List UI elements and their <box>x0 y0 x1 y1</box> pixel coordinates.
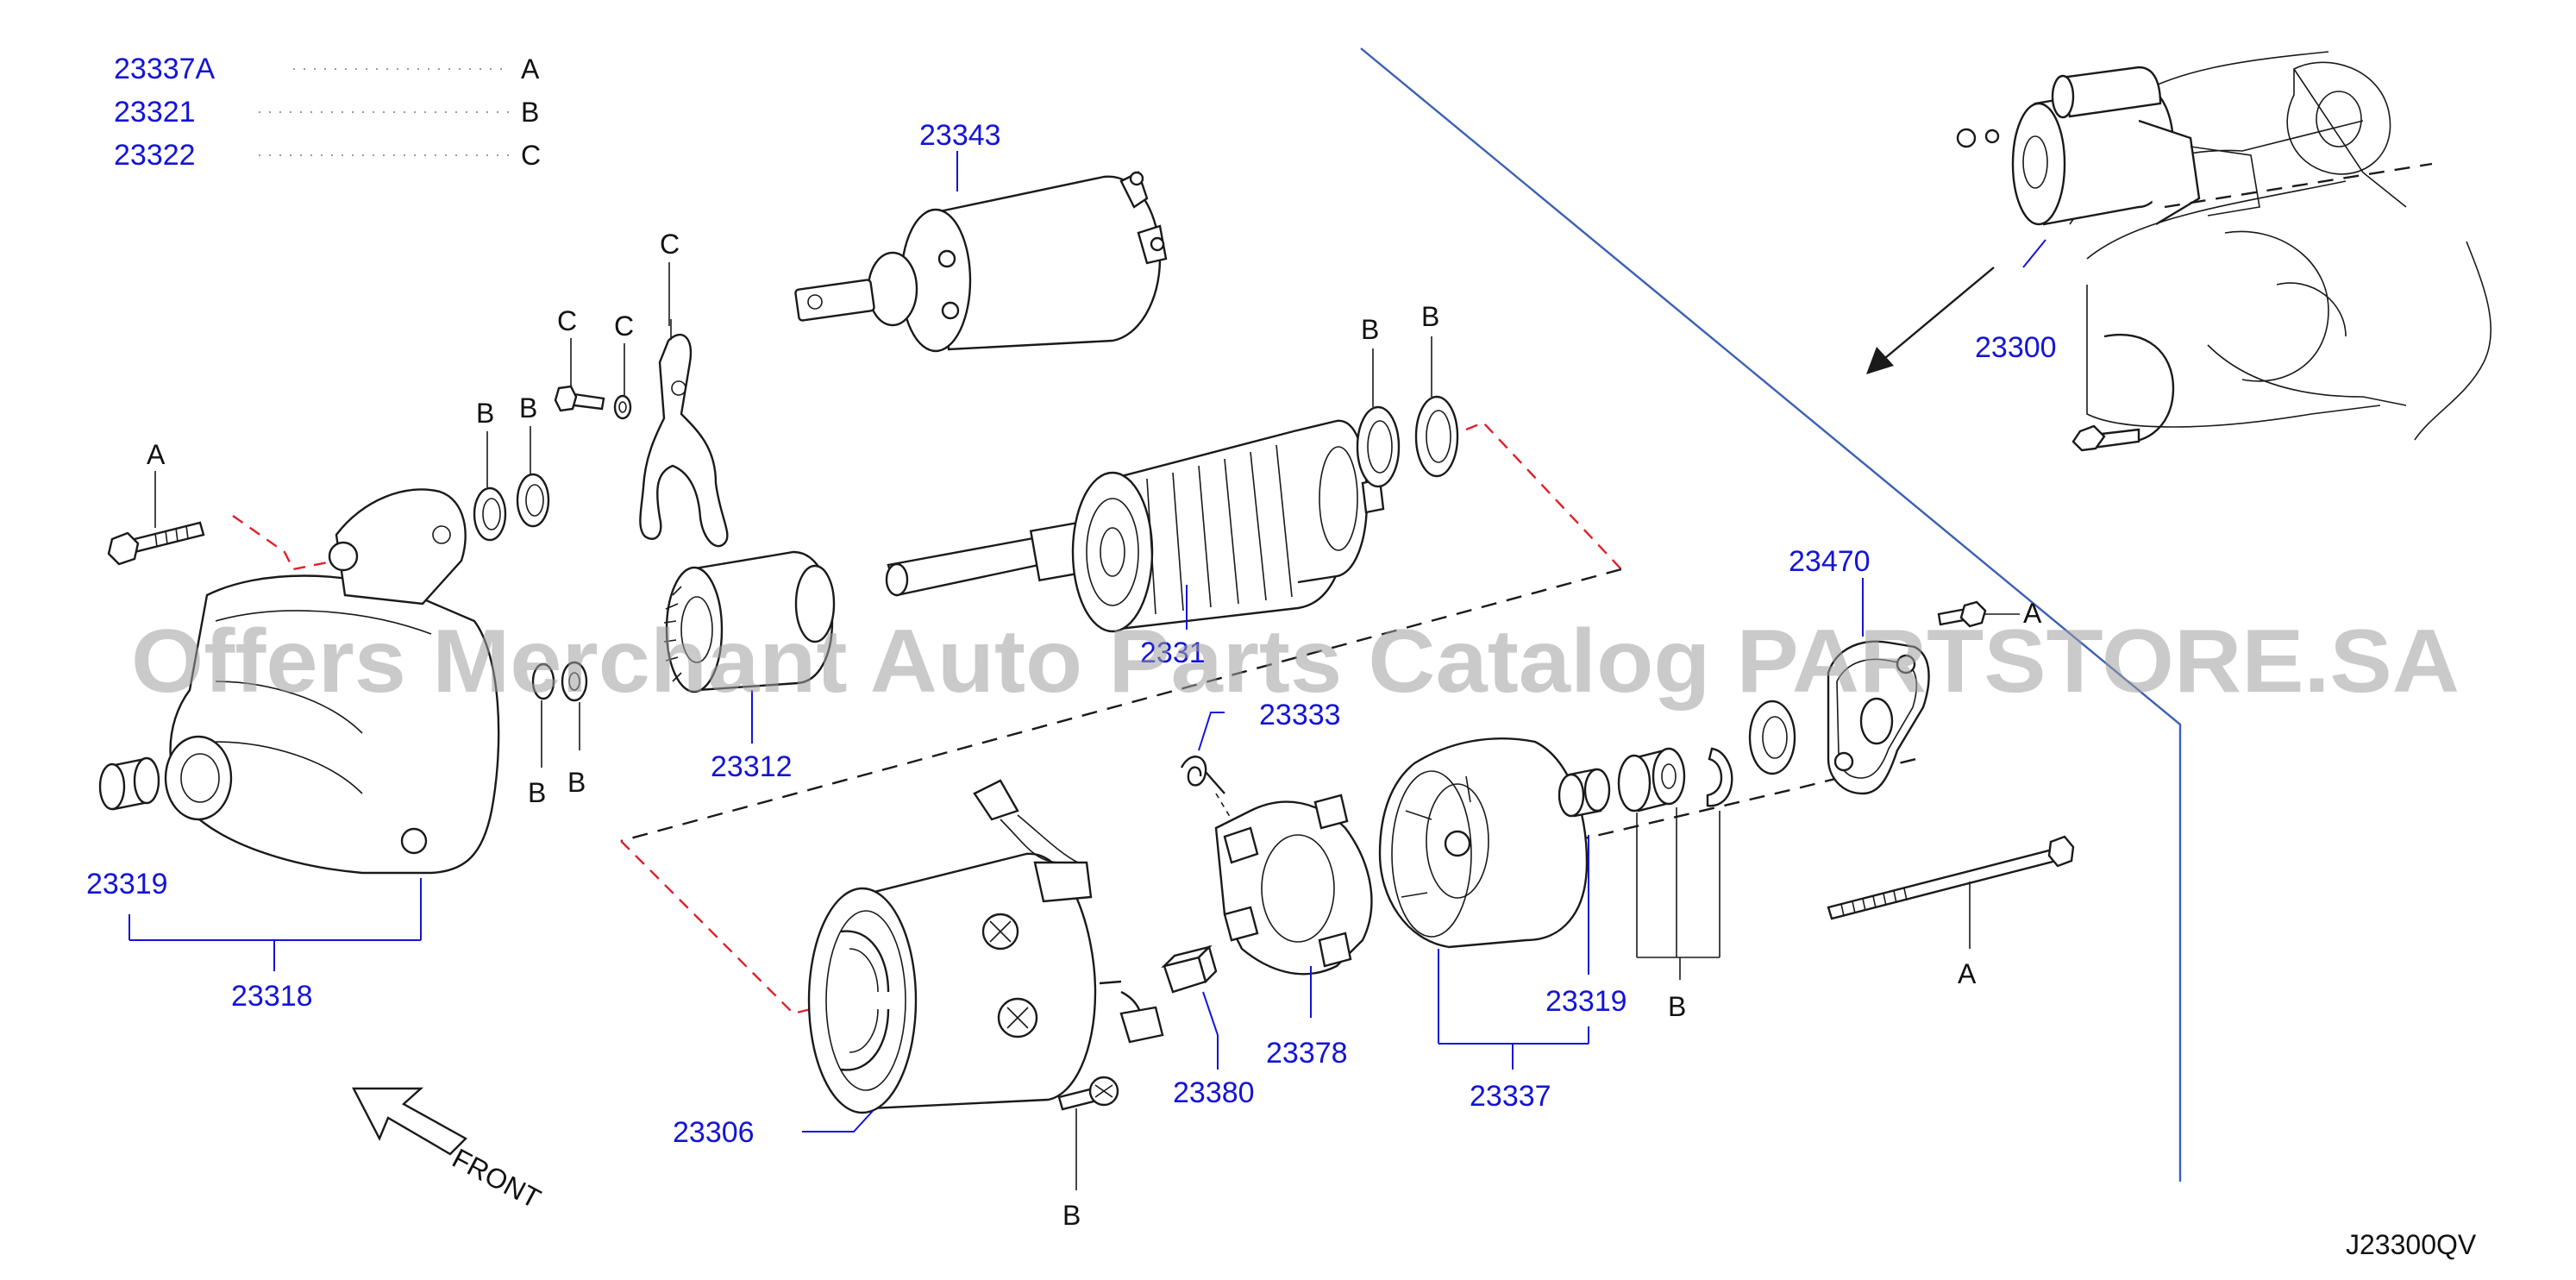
legend-code-b: B <box>521 97 539 128</box>
label-23312[interactable]: 23312 <box>711 750 793 783</box>
inset-engine-view: 23300 <box>1866 51 2492 452</box>
yoke-screw: B <box>1057 1076 1119 1231</box>
letter-b-rear: B <box>1668 991 1686 1022</box>
label-23319-left[interactable]: 23319 <box>86 868 168 900</box>
solenoid-switch: 23343 <box>794 119 1168 353</box>
housing-small-parts: B B <box>528 661 588 808</box>
inset-divider-line <box>1360 47 2182 1182</box>
rear-gasket-cover: 23470 <box>1789 545 1930 795</box>
letter-b-arm1: B <box>1361 314 1379 345</box>
label-23300[interactable]: 23300 <box>1975 331 2057 364</box>
label-23318[interactable]: 23318 <box>231 980 313 1013</box>
armature: 2331​​ <box>885 419 1385 669</box>
armature-washers: B B <box>1356 301 1459 488</box>
brush-holder: 23378 <box>1214 794 1373 1070</box>
letter-a-through-bolt: A <box>1958 958 1977 989</box>
front-housing: 23318 <box>128 488 500 1013</box>
label-23470[interactable]: 23470 <box>1789 545 1871 578</box>
shift-lever: C <box>639 229 729 548</box>
letter-b-washer2: B <box>519 392 537 424</box>
legend-part-a[interactable]: 23337A <box>114 53 216 85</box>
letter-c-bolt: C <box>557 305 577 336</box>
yoke-line-red <box>620 840 829 1015</box>
through-bolt: A <box>1827 835 2075 989</box>
letter-c-washer: C <box>614 311 634 342</box>
letter-b-housing1: B <box>528 777 546 808</box>
brush-spring: 23333 <box>1180 699 1341 820</box>
legend: 23337A A 23321 B 23322 C <box>114 53 541 172</box>
label-23333[interactable]: 23333 <box>1259 699 1341 731</box>
front-label: FRONT <box>448 1142 546 1214</box>
letter-b-housing2: B <box>567 767 586 798</box>
label-23337[interactable]: 23337 <box>1470 1080 1551 1113</box>
label-23378[interactable]: 23378 <box>1266 1037 1348 1070</box>
legend-part-c[interactable]: 23322 <box>114 139 196 172</box>
lever-washers: B B <box>473 392 550 542</box>
letter-c-lever: C <box>660 229 680 260</box>
front-direction-indicator: FRONT <box>352 1087 546 1214</box>
brush: 23380 <box>1161 944 1255 1109</box>
pinion-clutch: 23312 <box>663 550 836 783</box>
label-23310[interactable]: 2331​​ <box>1140 637 1206 669</box>
letter-a-rear-bolt: A <box>2023 598 2042 629</box>
lever-bolt-and-washer: C C <box>554 305 634 420</box>
rear-cover: 23337 <box>1378 737 1589 1113</box>
letter-b-screw: B <box>1062 1200 1081 1231</box>
bolt-line-front <box>232 515 329 571</box>
rear-seal-washer <box>1748 700 1796 775</box>
label-23306[interactable]: 23306 <box>673 1116 755 1149</box>
diagram-code: J23300QV <box>2346 1229 2477 1260</box>
front-arrow-icon <box>352 1087 467 1156</box>
label-23319-right[interactable]: 23319 <box>1545 985 1627 1018</box>
label-23380[interactable]: 23380 <box>1173 1076 1255 1109</box>
label-23343[interactable]: 23343 <box>919 119 1001 152</box>
front-bushing: 23319 <box>86 756 168 900</box>
front-housing-bolt: A <box>107 439 205 566</box>
legend-part-b[interactable]: 23321 <box>114 96 196 129</box>
letter-a-bolt-front: A <box>147 439 166 470</box>
rear-bushing-and-washers: 23319 B <box>1545 747 1733 1022</box>
legend-code-a: A <box>521 53 540 85</box>
watermark: Offers Merchant Auto Parts Catalog PARTS… <box>131 612 2460 712</box>
armature-line-red <box>1465 421 1622 570</box>
legend-code-c: C <box>521 140 541 171</box>
letter-b-washer1: B <box>476 398 494 429</box>
yoke-field-coil: 23306 <box>673 779 1164 1149</box>
armature-line-black <box>620 568 1622 843</box>
rear-cover-bolt: A <box>1937 598 2042 629</box>
rear-line-black <box>1547 756 1924 849</box>
letter-b-arm2: B <box>1421 301 1439 332</box>
